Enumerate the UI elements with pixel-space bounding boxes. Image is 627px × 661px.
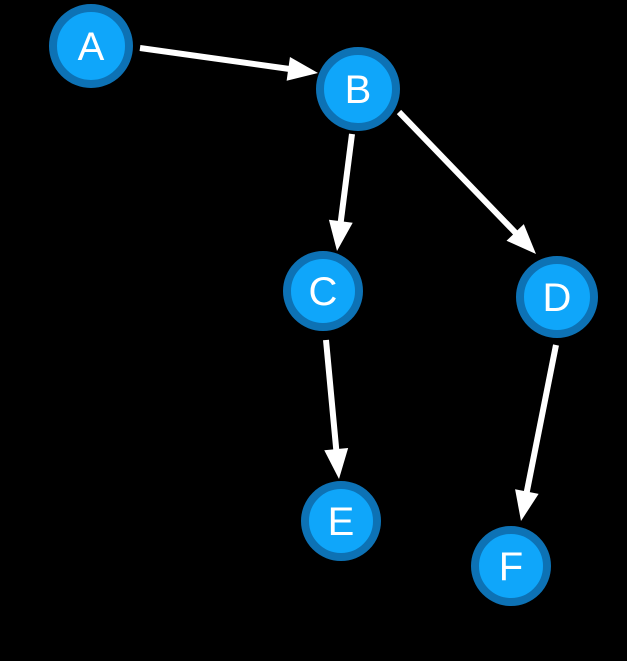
edge-b-c[interactable] <box>328 133 355 251</box>
arrowhead-icon-c-e <box>324 448 349 479</box>
node-f[interactable]: F <box>471 526 551 606</box>
node-a[interactable]: A <box>49 4 133 88</box>
nodes-layer: A B C D E F <box>49 4 598 606</box>
node-label-b: B <box>345 68 372 112</box>
node-b[interactable]: B <box>316 47 400 131</box>
node-circle-c[interactable] <box>283 251 363 331</box>
edge-shaft-b-d <box>396 109 521 238</box>
arrowhead-icon-b-d <box>506 224 536 254</box>
edge-b-d[interactable] <box>396 109 536 254</box>
arrowhead-icon-b-c <box>328 219 353 251</box>
edge-shaft-c-e <box>323 339 340 454</box>
node-c[interactable]: C <box>283 251 363 331</box>
edges-layer <box>139 45 559 521</box>
node-label-f: F <box>499 545 523 589</box>
node-circle-f[interactable] <box>471 526 551 606</box>
node-circle-a[interactable] <box>49 4 133 88</box>
node-circle-e[interactable] <box>301 481 381 561</box>
node-d[interactable]: D <box>516 256 598 338</box>
node-label-c: C <box>309 270 338 314</box>
edge-shaft-b-c <box>337 133 355 226</box>
node-circle-b[interactable] <box>316 47 400 131</box>
edge-c-e[interactable] <box>323 339 349 479</box>
node-circle-d[interactable] <box>516 256 598 338</box>
arrowhead-icon-d-f <box>515 489 539 521</box>
node-label-e: E <box>328 500 355 544</box>
arrowhead-icon-a-b <box>286 56 318 81</box>
edge-shaft-d-f <box>523 344 559 497</box>
node-label-a: A <box>78 25 105 69</box>
edge-shaft-a-b <box>139 45 293 73</box>
edge-d-f[interactable] <box>515 344 559 521</box>
node-label-d: D <box>543 276 572 320</box>
node-e[interactable]: E <box>301 481 381 561</box>
edge-a-b[interactable] <box>139 45 318 81</box>
